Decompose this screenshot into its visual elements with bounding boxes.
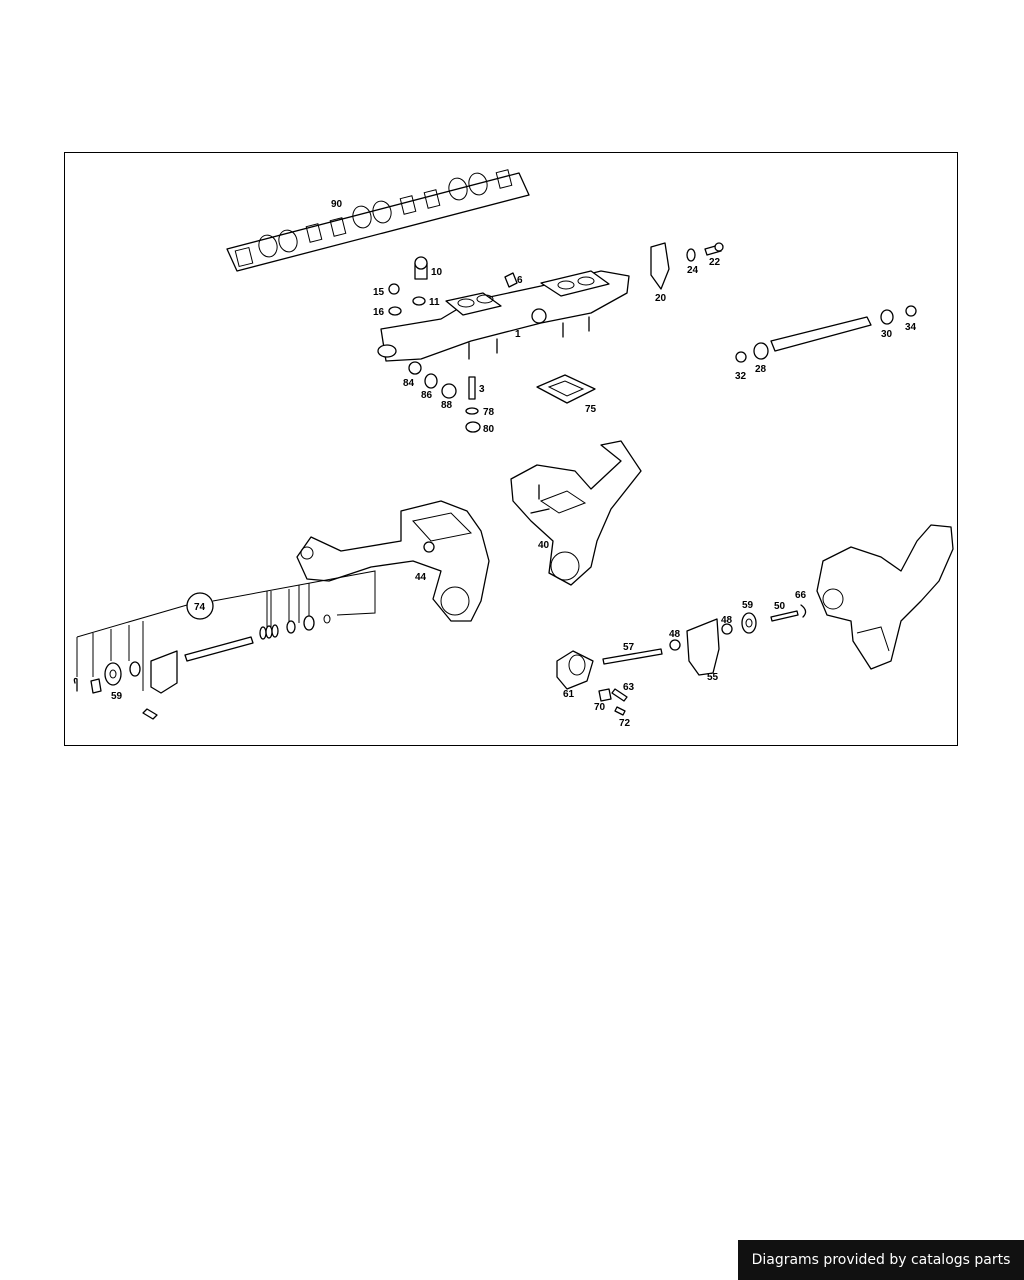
part-20-cover[interactable] [650, 242, 670, 290]
part-clip-left[interactable] [73, 677, 78, 692]
part-40-exhaust-manifold-rear[interactable] [510, 440, 642, 586]
part-shaft-left[interactable] [184, 636, 254, 662]
part-80-nut[interactable] [465, 421, 481, 433]
part-86-nut[interactable] [424, 373, 438, 389]
part-spring-left[interactable] [259, 624, 279, 640]
part-48-bushing-a[interactable] [669, 639, 681, 651]
part-28-nut[interactable] [753, 342, 769, 360]
callout-16: 16 [373, 307, 385, 318]
callout-86: 86 [421, 390, 433, 401]
callout-61: 61 [563, 689, 575, 700]
part-75-flange-gasket[interactable] [536, 374, 596, 404]
part-6-nipple[interactable] [504, 272, 518, 288]
part-48-bushing-b[interactable] [721, 623, 733, 635]
part-59-bearing-left[interactable] [104, 662, 122, 686]
part-bracket-left[interactable] [150, 650, 178, 694]
part-66-clip[interactable] [800, 604, 807, 618]
callout-59-right: 59 [742, 600, 754, 611]
part-63-bolt[interactable] [611, 688, 628, 702]
callout-50: 50 [774, 601, 786, 612]
part-61-actuator[interactable] [556, 650, 594, 690]
callout-10: 10 [431, 267, 443, 278]
callout-1: 1 [515, 329, 521, 340]
part-nipple-left[interactable] [90, 678, 102, 694]
callout-90: 90 [331, 199, 343, 210]
part-turbocharger[interactable] [816, 524, 954, 670]
callout-11: 11 [429, 297, 440, 308]
part-1-intake-manifold[interactable] [377, 270, 630, 362]
part-72-screw[interactable] [614, 706, 626, 716]
callout-80: 80 [483, 424, 495, 435]
callout-40: 40 [538, 540, 550, 551]
callout-78: 78 [483, 407, 495, 418]
part-pin-left[interactable] [142, 708, 158, 720]
callout-30: 30 [881, 329, 893, 340]
part-16-seal[interactable] [388, 306, 402, 316]
part-50-pin[interactable] [770, 610, 799, 622]
part-3-stud[interactable] [468, 376, 476, 400]
callout-66: 66 [795, 590, 807, 601]
part-57-shaft[interactable] [602, 648, 663, 665]
callout-24: 24 [687, 265, 699, 276]
callout-72: 72 [619, 718, 631, 729]
part-34-ball-socket[interactable] [905, 305, 917, 317]
part-84-ring[interactable] [408, 361, 422, 375]
callout-74: 74 [194, 602, 206, 613]
callout-88: 88 [441, 400, 453, 411]
callout-84: 84 [403, 378, 415, 389]
exploded-parts-diagram: 90 10 15 11 16 6 1 84 86 88 3 78 80 75 2… [73, 169, 954, 729]
callout-15: 15 [373, 287, 385, 298]
part-90-manifold-gasket[interactable] [226, 169, 530, 272]
part-30-linkage-rod[interactable] [770, 316, 872, 352]
part-32-ball-socket[interactable] [735, 351, 747, 363]
part-78-washer[interactable] [465, 407, 479, 415]
footer-banner: Diagrams provided by catalogs parts [738, 1240, 1024, 1280]
callout-70: 70 [594, 702, 606, 713]
part-11-washer[interactable] [412, 296, 426, 306]
part-22-bolt[interactable] [704, 242, 724, 256]
callout-6: 6 [517, 275, 523, 286]
group-74-callout-circle [186, 592, 214, 620]
callout-59-left: 59 [111, 691, 123, 702]
part-55-flap-housing[interactable] [686, 618, 720, 676]
callout-labels: 90 10 15 11 16 6 1 84 86 88 3 78 80 75 2… [111, 199, 917, 729]
callout-20: 20 [655, 293, 667, 304]
part-70-bracket[interactable] [598, 688, 612, 702]
part-washer-mid[interactable] [286, 620, 296, 634]
callout-34: 34 [905, 322, 917, 333]
part-59-bearing-right[interactable] [741, 612, 757, 634]
part-24-washer[interactable] [686, 248, 696, 262]
part-nut-mid[interactable] [303, 615, 315, 631]
callout-63: 63 [623, 682, 635, 693]
callout-44: 44 [415, 572, 427, 583]
callout-3: 3 [479, 384, 485, 395]
part-15-ball[interactable] [388, 283, 400, 295]
group-74-leaders [76, 570, 376, 691]
callout-28: 28 [755, 364, 767, 375]
callout-32: 32 [735, 371, 747, 382]
callout-22: 22 [709, 257, 721, 268]
callout-57: 57 [623, 642, 635, 653]
footer-credit-text: Diagrams provided by catalogs parts [751, 1252, 1011, 1268]
part-88-nut[interactable] [441, 383, 457, 399]
part-washer-left[interactable] [129, 661, 141, 677]
callout-48-a: 48 [669, 629, 681, 640]
part-30-nut[interactable] [880, 309, 894, 325]
callout-55: 55 [707, 672, 719, 683]
part-44-exhaust-manifold-front[interactable] [296, 500, 490, 622]
diagram-frame: 90 10 15 11 16 6 1 84 86 88 3 78 80 75 2… [64, 152, 958, 746]
callout-75: 75 [585, 404, 597, 415]
part-clip-mid[interactable] [323, 614, 331, 624]
part-10-plug[interactable] [414, 256, 428, 280]
callout-48-b: 48 [721, 615, 733, 626]
